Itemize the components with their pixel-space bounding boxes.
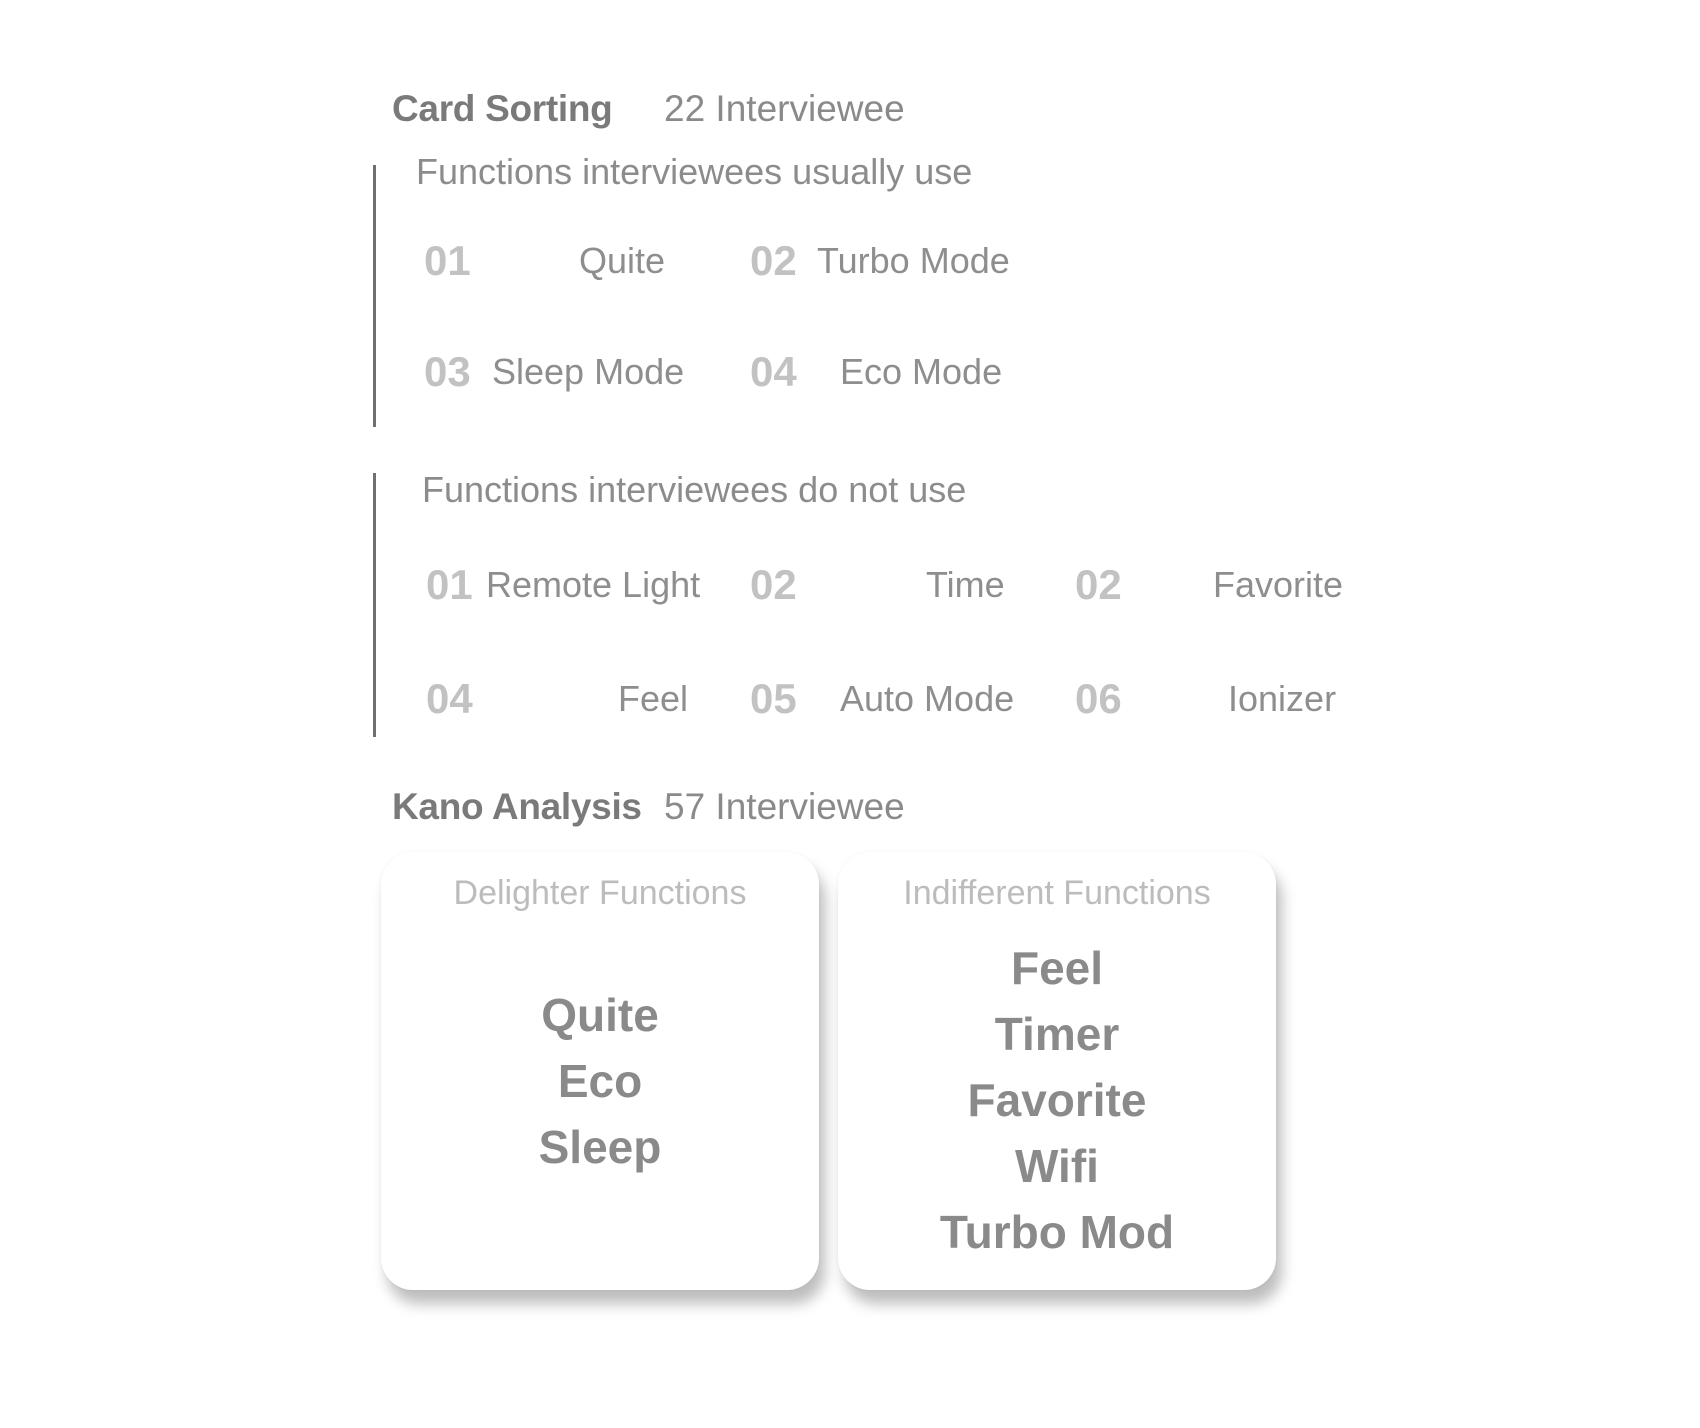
kano-analysis-interviewee-count: 57 Interviewee: [664, 786, 905, 827]
do-not-use-item-5-label: Auto Mode: [840, 678, 1015, 719]
usually-use-item-1-number: 01: [424, 237, 471, 284]
do-not-use-item-2-number: 02: [750, 561, 797, 608]
indifferent-functions-title: Indifferent Functions: [903, 874, 1211, 912]
delighter-functions-list: Quite Eco Sleep: [381, 982, 819, 1180]
usually-use-title: Functions interviewees usually use: [416, 151, 973, 192]
usually-use-item-1-label: Quite: [579, 240, 666, 281]
indifferent-function-item: Favorite: [967, 1074, 1147, 1126]
card-sorting-interviewee-count: 22 Interviewee: [664, 88, 905, 129]
indifferent-function-item: Timer: [994, 1008, 1120, 1060]
usually-use-item-3-number: 03: [424, 348, 471, 395]
do-not-use-divider: [373, 473, 376, 737]
do-not-use-item-6-number: 06: [1075, 675, 1122, 722]
delighter-functions-title: Delighter Functions: [453, 874, 747, 912]
do-not-use-item-3-number: 02: [1075, 561, 1122, 608]
usually-use-item-2-label: Turbo Mode: [817, 240, 1010, 281]
do-not-use-item-4-label: Feel: [618, 678, 689, 719]
indifferent-function-item: Feel: [1010, 942, 1104, 994]
delighter-function-item: Eco: [557, 1055, 643, 1107]
usually-use-divider: [373, 165, 376, 427]
usually-use-item-4-label: Eco Mode: [840, 351, 1003, 392]
indifferent-function-item: Wifi: [1015, 1140, 1099, 1192]
do-not-use-title: Functions interviewees do not use: [422, 469, 967, 510]
delighter-function-item: Sleep: [538, 1121, 662, 1173]
do-not-use-item-1-number: 01: [426, 561, 473, 608]
indifferent-function-item: Turbo Mod: [939, 1206, 1175, 1258]
card-sorting-heading: Card Sorting: [392, 88, 613, 129]
do-not-use-item-4-number: 04: [426, 675, 473, 722]
do-not-use-item-6-label: Ionizer: [1228, 678, 1337, 719]
kano-analysis-heading: Kano Analysis: [392, 786, 642, 827]
usually-use-item-2-number: 02: [750, 237, 797, 284]
usually-use-item-4-number: 04: [750, 348, 797, 395]
indifferent-functions-card: Indifferent Functions Feel Timer Favorit…: [838, 852, 1276, 1290]
delighter-functions-card: Delighter Functions Quite Eco Sleep: [381, 852, 819, 1290]
usually-use-item-3-label: Sleep Mode: [492, 351, 685, 392]
delighter-function-item: Quite: [541, 989, 659, 1041]
do-not-use-item-2-label: Time: [926, 564, 1005, 605]
indifferent-functions-list: Feel Timer Favorite Wifi Turbo Mod: [838, 935, 1276, 1265]
do-not-use-item-3-label: Favorite: [1213, 564, 1344, 605]
do-not-use-item-1-label: Remote Light: [486, 564, 701, 605]
do-not-use-item-5-number: 05: [750, 675, 797, 722]
